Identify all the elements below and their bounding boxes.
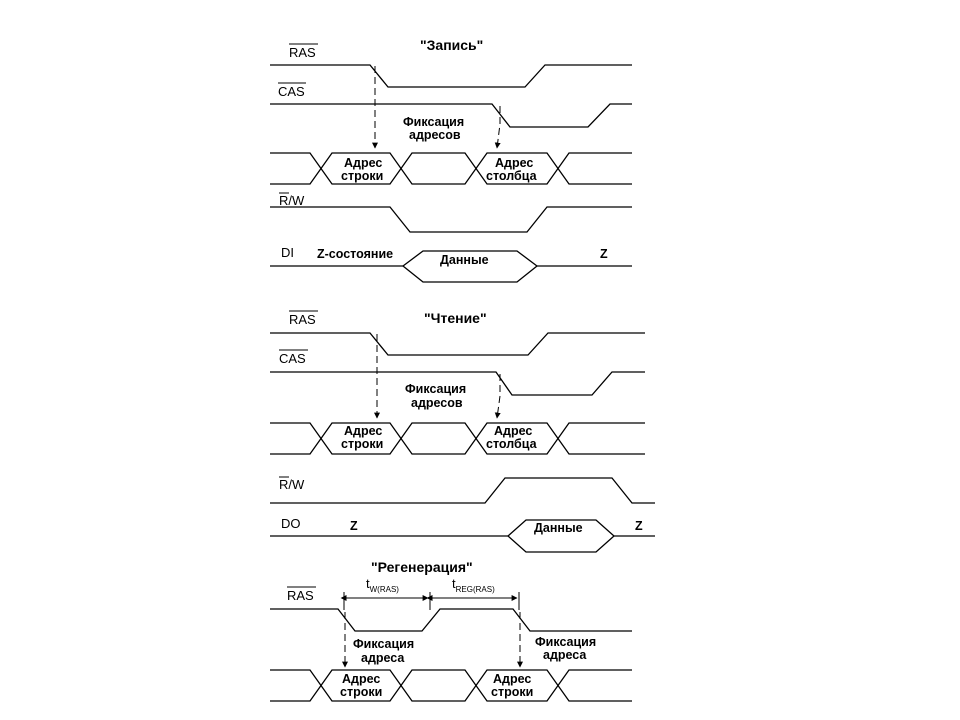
write-fix-label-2: адресов — [409, 128, 461, 142]
write-ras-waveform — [270, 64, 632, 88]
refresh-title: "Регенерация" — [371, 559, 473, 575]
refresh-ras-label: RAS — [287, 588, 314, 603]
read-title: "Чтение" — [424, 310, 487, 326]
read-z-right: Z — [635, 519, 643, 533]
read-fix-label-1: Фиксация — [405, 382, 466, 396]
refresh-addr2-1: Адрес — [493, 672, 531, 686]
write-row-addr-1: Адрес — [344, 156, 382, 170]
refresh-addr1-1: Адрес — [342, 672, 380, 686]
refresh-addr2-2: строки — [491, 685, 533, 699]
write-row-addr-2: строки — [341, 169, 383, 183]
read-z-left: Z — [350, 519, 358, 533]
refresh-tw-label: tW(RAS) — [366, 576, 399, 594]
refresh-ras-waveform — [270, 608, 632, 632]
read-row-addr-1: Адрес — [344, 424, 382, 438]
refresh-addr1-2: строки — [340, 685, 382, 699]
write-col-addr-2: столбца — [486, 169, 538, 183]
refresh-fix2-1: Фиксация — [535, 635, 596, 649]
write-col-addr-1: Адрес — [495, 156, 533, 170]
read-cas-label: CAS — [279, 351, 306, 366]
read-ras-label: RAS — [289, 312, 316, 327]
read-data-label: Данные — [534, 521, 583, 535]
refresh-section: "Регенерация" tW(RAS) tREG(RAS) RAS Фикс… — [270, 559, 632, 702]
read-addr-bus-bottom — [270, 422, 645, 455]
write-data-label: Данные — [440, 253, 489, 267]
write-fix-label-1: Фиксация — [403, 115, 464, 129]
refresh-addr-bus-top — [270, 669, 632, 702]
read-cas-latch-arrow — [494, 374, 501, 419]
write-addr-bus-bottom — [270, 152, 632, 185]
refresh-fix2-2: адреса — [543, 648, 587, 662]
refresh-fix1-2: адреса — [361, 651, 405, 665]
read-row-addr-2: строки — [341, 437, 383, 451]
refresh-fix1-1: Фиксация — [353, 637, 414, 651]
write-rw-label: R/W — [279, 193, 305, 208]
read-fix-label-2: адресов — [411, 396, 463, 410]
read-cas-waveform — [270, 371, 645, 396]
refresh-addr-bus-bottom — [270, 669, 632, 702]
refresh-treg-label: tREG(RAS) — [452, 576, 495, 594]
write-cas-latch-arrow — [494, 106, 501, 149]
write-cas-label: CAS — [278, 84, 305, 99]
read-col-addr-1: Адрес — [494, 424, 532, 438]
write-section: "Запись" RAS CAS Фиксация адресов Адрес … — [270, 37, 632, 283]
read-rw-waveform — [270, 477, 655, 504]
write-rw-waveform — [270, 206, 632, 233]
read-rw-label: R/W — [279, 477, 305, 492]
write-ras-label: RAS — [289, 45, 316, 60]
write-title: "Запись" — [420, 37, 483, 53]
write-z-state: Z-состояние — [317, 247, 393, 261]
read-ras-waveform — [270, 332, 645, 356]
write-di-label: DI — [281, 245, 294, 260]
read-section: "Чтение" RAS CAS Фиксация адресов Адрес … — [270, 310, 655, 553]
write-cas-waveform — [270, 103, 632, 128]
read-col-addr-2: столбца — [486, 437, 538, 451]
write-addr-bus-top — [270, 152, 632, 185]
read-addr-bus-top — [270, 422, 645, 455]
write-z-right: Z — [600, 247, 608, 261]
read-do-label: DO — [281, 516, 301, 531]
